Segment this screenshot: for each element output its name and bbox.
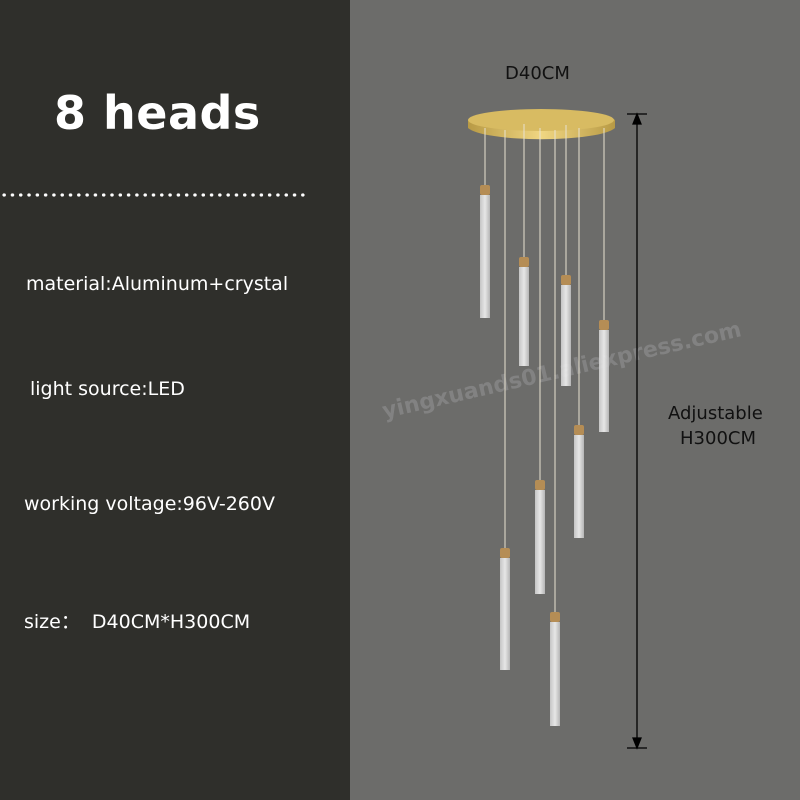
pendant-light (599, 128, 609, 432)
pendant-light (500, 130, 510, 670)
height-label-adjustable: Adjustable (668, 403, 763, 424)
pendant-light (574, 128, 584, 538)
pendant-light (519, 124, 529, 366)
spec-panel (0, 0, 350, 800)
pendant-light (480, 128, 490, 318)
pendant-light (535, 128, 545, 594)
ceiling-canopy (468, 109, 615, 140)
pendant-light (550, 130, 560, 726)
spec-voltage: working voltage:96V-260V (24, 493, 275, 515)
dotted-divider (0, 193, 308, 197)
height-arrow (627, 112, 647, 750)
spec-size: size： D40CM*H300CM (24, 611, 251, 633)
diameter-label: D40CM (505, 63, 570, 84)
spec-light-source: light source:LED (30, 378, 185, 400)
pendant-light (561, 125, 571, 386)
spec-material: material:Aluminum+crystal (26, 273, 289, 295)
heads-count-title: 8 heads (54, 86, 261, 140)
height-label-value: H300CM (680, 428, 756, 449)
